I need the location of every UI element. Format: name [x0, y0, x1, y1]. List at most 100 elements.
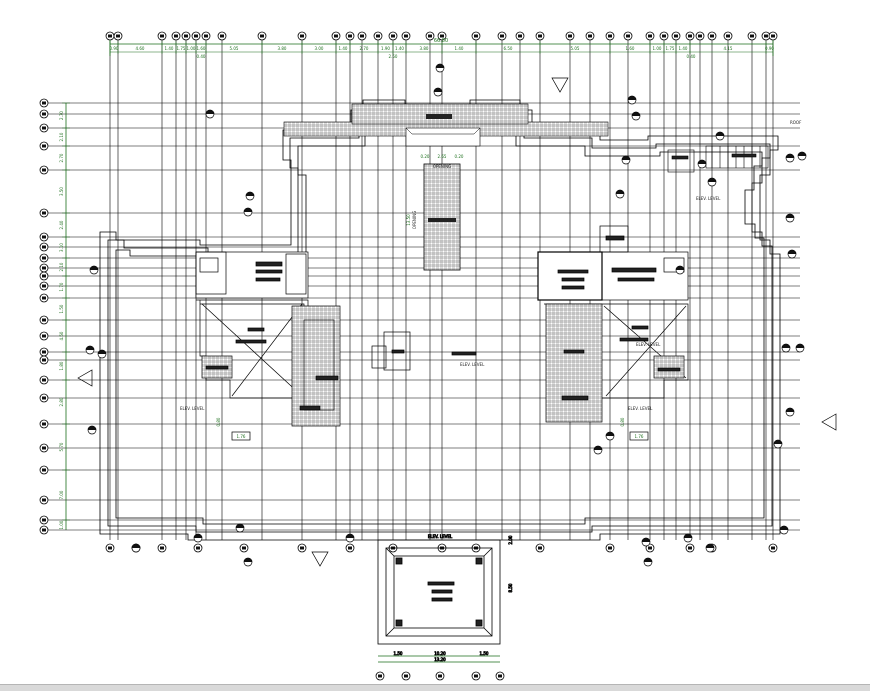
- grid-bubble-left: [39, 271, 49, 281]
- top-dimension-value: 1.40: [455, 46, 464, 51]
- grid-bubble-bottom: [193, 543, 203, 553]
- grid-bubble-left: [39, 208, 49, 218]
- grid-bubble-left: [39, 443, 49, 453]
- grid-bubble-bottom: [345, 543, 355, 553]
- elev-label-center: ELEV. LEVEL: [460, 362, 485, 367]
- top-dimension-value: 1.40: [679, 46, 688, 51]
- center-block: [371, 331, 477, 371]
- detail-marker-icon: [433, 87, 443, 97]
- grid-bubble-top: [497, 31, 507, 41]
- detail-marker-icon: [631, 111, 641, 121]
- grid-bubble-left: [39, 263, 49, 273]
- grid-bubble-left: [39, 331, 49, 341]
- porch-dim-left: 1.50: [394, 651, 403, 656]
- top-dimension-value: 0.90: [110, 46, 119, 51]
- porch-side-dim-2: 8.50: [508, 583, 513, 592]
- grid-bubble-top: [297, 31, 307, 41]
- opening-dim-2: 2.65: [438, 154, 447, 159]
- grid-bubble-top: [401, 31, 411, 41]
- detail-marker-icon: [243, 207, 253, 217]
- grid-bubble-top: [201, 31, 211, 41]
- grid-bubble-left: [39, 315, 49, 325]
- detail-marker-icon: [697, 159, 707, 169]
- grid-bubble-top: [257, 31, 267, 41]
- detail-markers: [85, 63, 807, 567]
- grid-bubble-top: [191, 31, 201, 41]
- top-dimension-value: 3.80: [420, 46, 429, 51]
- grid-bubble-top: [605, 31, 615, 41]
- left-dimension-value: 1.70: [59, 282, 64, 291]
- detail-marker-icon: [797, 151, 807, 161]
- viewer-bottom-bar: [0, 684, 870, 691]
- grid-bubble-top: [671, 31, 681, 41]
- top-dimension-value: 1.60: [197, 46, 206, 51]
- elev-label-right: ELEV. LEVEL: [628, 406, 653, 411]
- left-dimension-values: 2.702.102.703.502.403.102.101.701.504.50…: [59, 102, 70, 529]
- detail-marker-icon: [243, 557, 253, 567]
- grid-bubble-top: [723, 31, 733, 41]
- left-grid-bubbles: [39, 98, 49, 535]
- top-dimension-value: 1.75: [177, 46, 186, 51]
- left-dimension-value: 1.80: [59, 361, 64, 370]
- grid-bubble-bottom: [685, 543, 695, 553]
- grid-bubble-bottom: [239, 543, 249, 553]
- grid-bubble-top: [645, 31, 655, 41]
- left-dimension-value: 3.50: [59, 187, 64, 196]
- top-dimension-value: 1.90: [381, 46, 390, 51]
- grid-bubble-top: [105, 31, 115, 41]
- detail-marker-icon: [705, 543, 715, 553]
- grid-bubble-left: [39, 242, 49, 252]
- top-dimension-value: 1.60: [626, 46, 635, 51]
- left-dimension-value: 2.10: [59, 262, 64, 271]
- grid-bubble-left: [39, 165, 49, 175]
- detail-marker-icon: [785, 213, 795, 223]
- grid-bubble-top: [768, 31, 778, 41]
- grid-bubble-left: [39, 355, 49, 365]
- grid-bubble-bottom: [645, 543, 655, 553]
- grid-bubble-top: [535, 31, 545, 41]
- opening-side-dim: 13.50: [406, 214, 411, 226]
- grid-bubble-bottom: [495, 671, 505, 681]
- opening-dim-3: 0.20: [455, 154, 464, 159]
- upper-right-stair: [667, 145, 769, 173]
- right-wing: [537, 225, 689, 441]
- overall-dimension-label: 66.80: [434, 38, 448, 44]
- detail-marker-icon: [707, 177, 717, 187]
- grid-bubble-left: [39, 141, 49, 151]
- detail-marker-icon: [675, 265, 685, 275]
- detail-marker-icon: [787, 249, 797, 259]
- porch-dim-total: 13.20: [434, 657, 446, 662]
- top-secondary-dim-2: 2.50: [389, 54, 398, 59]
- top-dimension-value: 4.15: [724, 46, 733, 51]
- detail-marker-icon: [627, 95, 637, 105]
- left-dimension-value: 2.70: [59, 153, 64, 162]
- detail-marker-icon: [785, 407, 795, 417]
- grid-bubble-top: [171, 31, 181, 41]
- grid-bubble-left: [39, 293, 49, 303]
- grid-bubble-left: [39, 515, 49, 525]
- grid-bubble-bottom: [401, 671, 411, 681]
- detail-marker-icon: [345, 533, 355, 543]
- grid-bubble-top: [659, 31, 669, 41]
- left-dimension-value: 5.70: [59, 442, 64, 451]
- left-dimension-value: 2.40: [59, 220, 64, 229]
- top-dimension-value: 6.50: [504, 46, 513, 51]
- grid-bubble-top: [623, 31, 633, 41]
- grid-bubble-top: [515, 31, 525, 41]
- grid-bubble-left: [39, 465, 49, 475]
- detail-marker-icon: [97, 349, 107, 359]
- detail-marker-icon: [131, 543, 141, 553]
- grid-bubble-bottom: [105, 543, 115, 553]
- top-dimension-value: 1.75: [666, 46, 675, 51]
- detail-marker-icon: [205, 109, 215, 119]
- grid-bubble-bottom: [471, 671, 481, 681]
- opening-side-label: OPENING: [412, 211, 417, 229]
- grid-bubble-top: [685, 31, 695, 41]
- grid-bubble-bottom: [297, 543, 307, 553]
- grid-bubble-left: [39, 98, 49, 108]
- grid-bubble-left: [39, 281, 49, 291]
- left-dimension-value: 2.80: [59, 397, 64, 406]
- detail-marker-icon: [795, 343, 805, 353]
- left-dimension-value: 1.50: [59, 304, 64, 313]
